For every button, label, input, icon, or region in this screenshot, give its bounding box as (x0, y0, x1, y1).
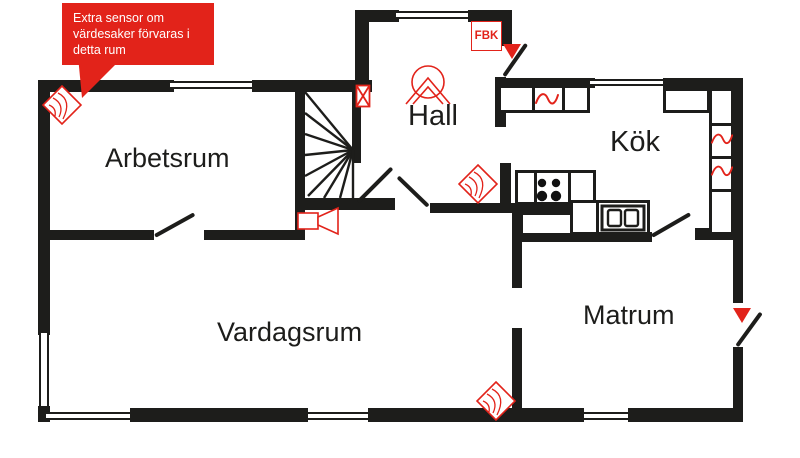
wall (512, 203, 522, 288)
counter-divider (712, 123, 731, 126)
wave-sensor-icon (535, 93, 559, 105)
callout-line: detta rum (73, 43, 126, 57)
window (170, 81, 252, 89)
motion-sensor-icon (42, 85, 82, 125)
counter-divider (712, 156, 731, 159)
room-label-vardagsrum: Vardagsrum (217, 317, 363, 347)
door-leaf (651, 212, 692, 238)
callout: Extra sensor om värdesaker förvaras i de… (62, 3, 214, 65)
callout-tail (78, 56, 118, 98)
magnetic-contact-icon (355, 84, 371, 108)
wall (368, 408, 584, 422)
room-label-arbetsrum: Arbetsrum (105, 143, 230, 173)
window (308, 412, 368, 420)
door-leaf (396, 175, 430, 208)
room-label-kok: Kök (610, 126, 660, 158)
window (584, 412, 628, 420)
window (39, 333, 49, 408)
staircase (304, 91, 355, 199)
stove-burners-icon (536, 178, 562, 202)
fbk-box: FBK (471, 21, 502, 51)
wall (355, 10, 369, 92)
motion-sensor-icon (458, 164, 498, 204)
wall (38, 80, 174, 92)
wall (355, 10, 399, 22)
door-leaf (154, 212, 196, 238)
window (46, 412, 130, 420)
wall (500, 163, 511, 213)
window (396, 11, 470, 19)
wall (495, 78, 595, 88)
wall (733, 78, 743, 303)
wall (38, 80, 50, 335)
wall (628, 408, 743, 422)
wall (500, 10, 512, 46)
sink-icon (600, 204, 646, 232)
fbk-label: FBK (474, 30, 499, 42)
counter-divider (568, 173, 571, 202)
wall (303, 198, 395, 210)
entry-marker-icon (503, 44, 521, 59)
wall (130, 408, 308, 422)
wave-sensor-icon (710, 133, 734, 145)
wall (295, 83, 305, 240)
motion-sensor-icon (476, 381, 516, 421)
callout-line: Extra sensor om (73, 11, 165, 25)
counter-divider (562, 88, 565, 110)
kitchen-counter (663, 88, 710, 113)
wall (512, 328, 522, 422)
wave-sensor-icon (710, 165, 734, 177)
entry-marker-icon (733, 308, 751, 323)
wall (352, 83, 361, 163)
kitchen-counter (498, 85, 590, 113)
counter-divider (534, 173, 537, 202)
counter-divider (596, 203, 599, 232)
counter-divider (532, 88, 535, 110)
wall (663, 78, 743, 88)
counter-divider (712, 189, 731, 192)
smoke-detector-icon (405, 65, 451, 105)
wall (38, 230, 154, 240)
wall (204, 230, 304, 240)
room-label-hall: Hall (408, 100, 458, 132)
room-label-matrum: Matrum (583, 300, 675, 330)
window (590, 79, 663, 86)
callout-line: värdesaker förvaras i (73, 27, 190, 41)
wall (252, 80, 372, 92)
wall (733, 347, 743, 422)
kitchen-cabinet-column (709, 88, 734, 235)
siren-icon (297, 206, 339, 236)
wall (512, 232, 652, 242)
